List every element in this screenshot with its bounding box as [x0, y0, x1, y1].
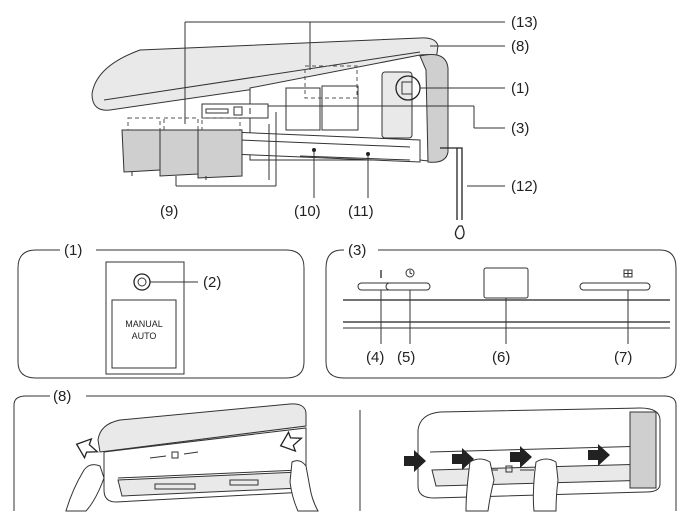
drain-hose [440, 147, 463, 220]
callout-12: (12) [511, 178, 538, 195]
body-recess [381, 71, 413, 139]
callout-4: (4) [366, 349, 384, 366]
hand-icon [465, 458, 495, 512]
indicator-panel [201, 103, 269, 119]
panel-8-title: (8) [53, 388, 71, 405]
callout-9: (9) [160, 203, 178, 220]
indoor-unit [91, 37, 465, 240]
close-front-panel-step [404, 407, 661, 512]
body-filter-slot-b [321, 85, 359, 131]
signal-receiver [483, 267, 529, 299]
top-leaders [175, 21, 505, 198]
timer-clock-icon [405, 268, 415, 278]
callout-6: (6) [492, 349, 510, 366]
panel-3-title: (3) [348, 242, 366, 259]
button-text-line2: AUTO [132, 331, 157, 341]
water-drop-icon [454, 225, 465, 240]
push-arrow-icon [510, 446, 532, 468]
panel-indicator: (3) (4) (5) (6) (7) [325, 242, 677, 379]
push-arrow-icon [75, 437, 99, 460]
manual-auto-button [111, 299, 177, 369]
body-filter-slot-a [285, 87, 321, 131]
air-filter-middle [159, 129, 199, 177]
air-filter-left [121, 129, 161, 173]
hand-icon [532, 458, 559, 512]
callout-2: (2) [203, 274, 221, 291]
callout-10: (10) [294, 203, 321, 220]
hand-icon [289, 460, 319, 512]
callout-11: (11) [348, 203, 374, 220]
push-arrow-icon [452, 448, 474, 470]
filter-indicator [579, 282, 651, 291]
callout-5: (5) [397, 349, 415, 366]
callout-1: (1) [511, 80, 529, 97]
panel-manual-auto: (1) MANUAL AUTO (2) [17, 242, 305, 379]
hand-icon [65, 464, 105, 512]
callout-8: (8) [511, 38, 529, 55]
callout-3: (3) [511, 120, 529, 137]
push-arrow-icon [588, 444, 610, 466]
push-arrow-icon [279, 430, 303, 453]
button-text-line1: MANUAL [125, 319, 163, 329]
callout-7: (7) [614, 349, 632, 366]
lift-front-panel-step [65, 403, 319, 512]
unit-side-right [629, 411, 657, 489]
lifted-panel [97, 403, 307, 453]
push-arrow-icon [404, 450, 426, 472]
callout-13: (13) [511, 14, 538, 31]
unit-side [419, 54, 449, 163]
air-filter-right [197, 129, 243, 179]
front-panel-edge [103, 51, 421, 101]
timer-indicator [385, 282, 431, 291]
panel-front-panel-removal: (8) [13, 388, 677, 512]
air-filters [121, 117, 243, 180]
panel-1-title: (1) [64, 242, 82, 259]
